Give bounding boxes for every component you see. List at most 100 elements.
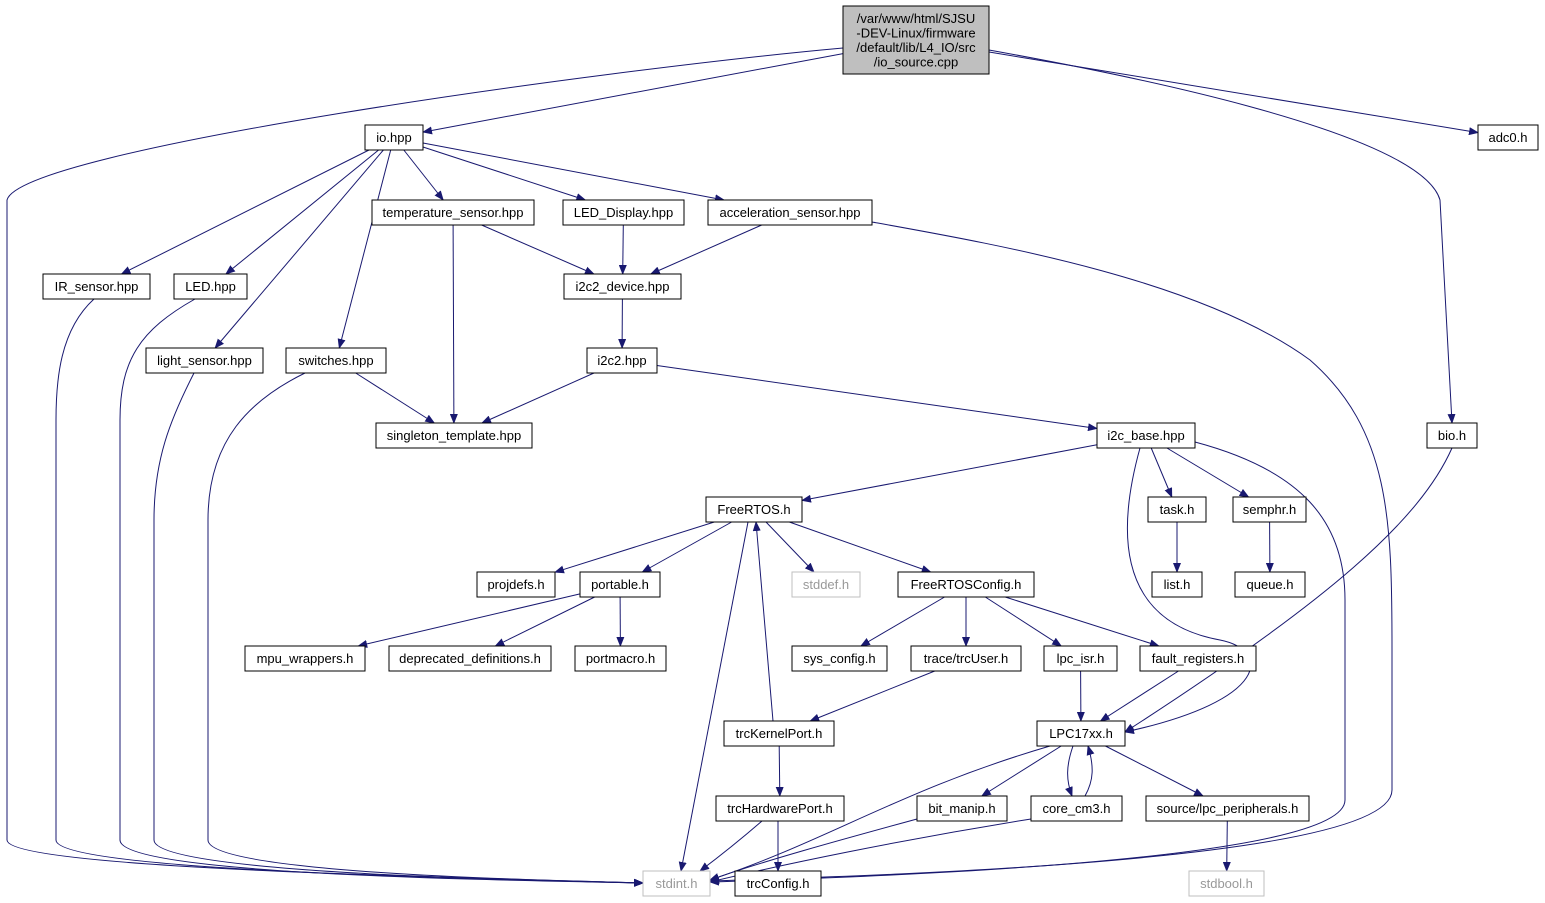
node-queue[interactable]: queue.h [1234, 571, 1306, 598]
edge-freertos-to-projdefs [554, 521, 715, 574]
edge-corecm3-to-lpc17 [1084, 745, 1095, 797]
node-label: bit_manip.h [928, 801, 995, 816]
node-fault[interactable]: fault_registers.h [1139, 645, 1257, 672]
node-projdefs[interactable]: projdefs.h [476, 571, 556, 598]
node-box [791, 571, 861, 598]
node-deprec[interactable]: deprecated_definitions.h [388, 645, 552, 672]
node-label: list.h [1164, 577, 1191, 592]
node-label: -DEV-Linux/firmware [856, 25, 975, 40]
node-freertos[interactable]: FreeRTOS.h [705, 496, 803, 523]
node-lpc17[interactable]: LPC17xx.h [1036, 720, 1126, 747]
node-lpcisr[interactable]: lpc_isr.h [1043, 645, 1118, 672]
node-switches[interactable]: switches.hpp [285, 347, 387, 374]
node-task[interactable]: task.h [1147, 496, 1207, 523]
node-io[interactable]: io.hpp [364, 124, 424, 151]
edge-led-to-stdint [119, 298, 644, 887]
node-bitmanip[interactable]: bit_manip.h [916, 795, 1008, 822]
node-box [476, 571, 556, 598]
edge-freertos-to-stdint [678, 521, 749, 872]
node-label: adc0.h [1488, 130, 1527, 145]
edge-temp-to-singleton [449, 224, 458, 424]
node-box [842, 5, 990, 75]
edge-trckernel-to-trchw [775, 745, 784, 797]
node-leddisp[interactable]: LED_Display.hpp [562, 199, 685, 226]
node-portable[interactable]: portable.h [579, 571, 661, 598]
edge-i2c2-to-singleton [481, 372, 595, 424]
node-frconfig[interactable]: FreeRTOSConfig.h [897, 571, 1035, 598]
node-trcuser[interactable]: trace/trcUser.h [910, 645, 1022, 672]
node-label: temperature_sensor.hpp [383, 205, 524, 220]
node-list[interactable]: list.h [1151, 571, 1203, 598]
node-root[interactable]: /var/www/html/SJSU-DEV-Linux/firmware/de… [842, 5, 990, 75]
node-box [375, 422, 533, 449]
node-light[interactable]: light_sensor.hpp [145, 347, 264, 374]
edge-accel-to-i2cdev [649, 224, 762, 275]
node-stdbool[interactable]: stdbool.h [1188, 870, 1265, 897]
node-i2cdev[interactable]: i2c2_device.hpp [563, 273, 682, 300]
node-adc0[interactable]: adc0.h [1477, 124, 1539, 151]
node-label: /io_source.cpp [874, 54, 959, 69]
node-led[interactable]: LED.hpp [173, 273, 248, 300]
node-temp[interactable]: temperature_sensor.hpp [371, 199, 535, 226]
edge-lpc17-to-bitmanip [980, 745, 1062, 797]
node-label: portable.h [591, 577, 649, 592]
node-sysconfig[interactable]: sys_config.h [791, 645, 888, 672]
edge-portable-to-deprec [494, 596, 595, 647]
node-label: FreeRTOSConfig.h [911, 577, 1022, 592]
node-lpcperiph[interactable]: source/lpc_peripherals.h [1145, 795, 1310, 822]
node-stddef[interactable]: stddef.h [791, 571, 861, 598]
node-mpu[interactable]: mpu_wrappers.h [244, 645, 366, 672]
edge-root-to-io [422, 53, 844, 135]
edge-switches-to-singleton [355, 372, 436, 424]
node-trckernel[interactable]: trcKernelPort.h [723, 720, 835, 747]
node-box [1234, 571, 1306, 598]
node-corecm3[interactable]: core_cm3.h [1030, 795, 1123, 822]
node-box [173, 273, 248, 300]
node-trcconfig[interactable]: trcConfig.h [734, 870, 822, 897]
node-box [42, 273, 151, 300]
node-i2cbase[interactable]: i2c_base.hpp [1096, 422, 1196, 449]
node-box [642, 870, 711, 897]
node-box [1188, 870, 1265, 897]
node-box [1096, 422, 1196, 449]
edge-io-to-temp [403, 149, 444, 201]
node-box [145, 347, 264, 374]
node-trchw[interactable]: trcHardwarePort.h [715, 795, 845, 822]
node-label: source/lpc_peripherals.h [1157, 801, 1299, 816]
node-box [371, 199, 535, 226]
node-box [388, 645, 552, 672]
node-portmacro[interactable]: portmacro.h [574, 645, 667, 672]
edge-io-to-accel [422, 142, 725, 203]
node-stdint[interactable]: stdint.h [642, 870, 711, 897]
edge-trckernel-to-freertos [752, 521, 774, 722]
node-label: projdefs.h [487, 577, 544, 592]
node-label: /var/www/html/SJSU [857, 11, 975, 26]
node-box [791, 645, 888, 672]
node-singleton[interactable]: singleton_template.hpp [375, 422, 533, 449]
node-bio[interactable]: bio.h [1426, 422, 1478, 449]
edge-frconfig-to-lpcisr [985, 596, 1063, 647]
edge-root-to-bio [988, 49, 1456, 424]
node-label: LED.hpp [185, 279, 236, 294]
node-box [910, 645, 1022, 672]
edge-root-to-stdint [6, 47, 844, 887]
node-i2c2[interactable]: i2c2.hpp [586, 347, 658, 374]
node-box [1426, 422, 1478, 449]
node-box [715, 795, 845, 822]
node-label: io.hpp [376, 130, 411, 145]
edge-io-to-ir [120, 149, 370, 275]
node-accel[interactable]: acceleration_sensor.hpp [707, 199, 873, 226]
node-label: task.h [1160, 502, 1195, 517]
edge-lpc17-to-stdint [709, 745, 1051, 881]
node-semphr[interactable]: semphr.h [1232, 496, 1307, 523]
node-label: deprecated_definitions.h [399, 651, 541, 666]
node-ir[interactable]: IR_sensor.hpp [42, 273, 151, 300]
node-label: light_sensor.hpp [157, 353, 252, 368]
edge-leddisp-to-i2cdev [618, 224, 627, 275]
node-label: core_cm3.h [1043, 801, 1111, 816]
node-label: LPC17xx.h [1049, 726, 1113, 741]
node-label: trcConfig.h [747, 876, 810, 891]
node-label: mpu_wrappers.h [257, 651, 354, 666]
edge-temp-to-i2cdev [481, 224, 595, 275]
